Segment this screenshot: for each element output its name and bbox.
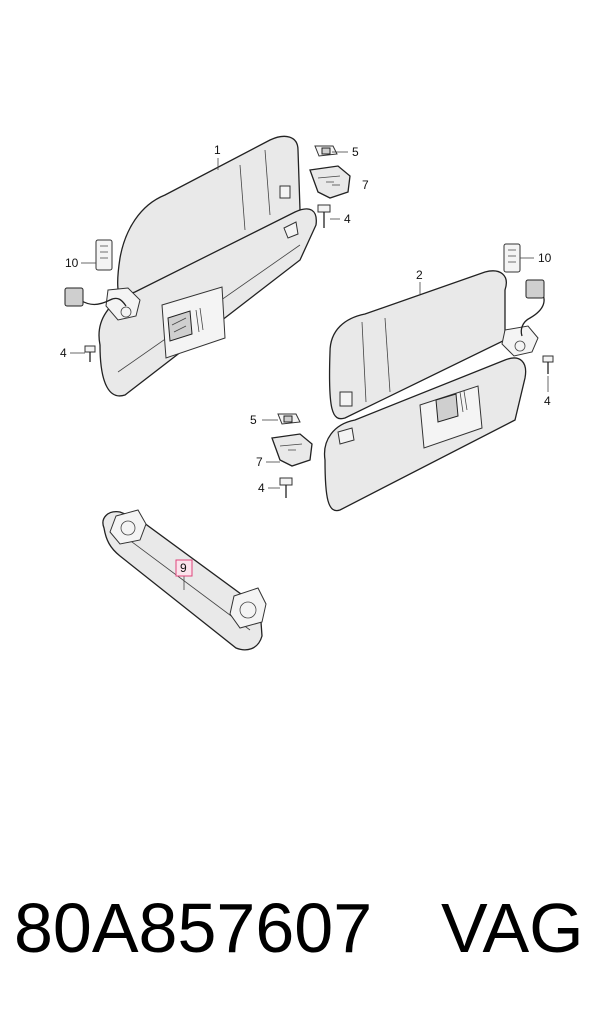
callout-4-top: 4 [344,212,351,226]
part-number: 80A857607 [14,889,373,967]
mount-bracket-lower [271,413,313,498]
screw-right [542,355,554,374]
callout-1: 1 [214,143,221,157]
callout-5-lower: 5 [250,413,257,427]
callout-9: 9 [180,561,187,575]
callout-5-top: 5 [352,145,359,159]
sun-visor-left [64,135,317,397]
callout-10-right: 10 [538,251,552,265]
screw-left [84,345,96,362]
callout-2: 2 [416,268,423,282]
callout-7-lower: 7 [256,455,263,469]
callout-4-left: 4 [60,346,67,360]
callout-10-left: 10 [65,256,79,270]
callout-4-lower: 4 [258,481,265,495]
grab-handle [102,509,267,651]
callout-4-right: 4 [544,394,551,408]
callout-9-highlight: 9 [175,559,193,577]
brand-label: VAG [441,889,584,967]
callout-7-top: 7 [362,178,369,192]
mount-bracket-top [309,145,351,228]
sun-visor-right [323,243,545,512]
callout-leaders [70,151,549,590]
